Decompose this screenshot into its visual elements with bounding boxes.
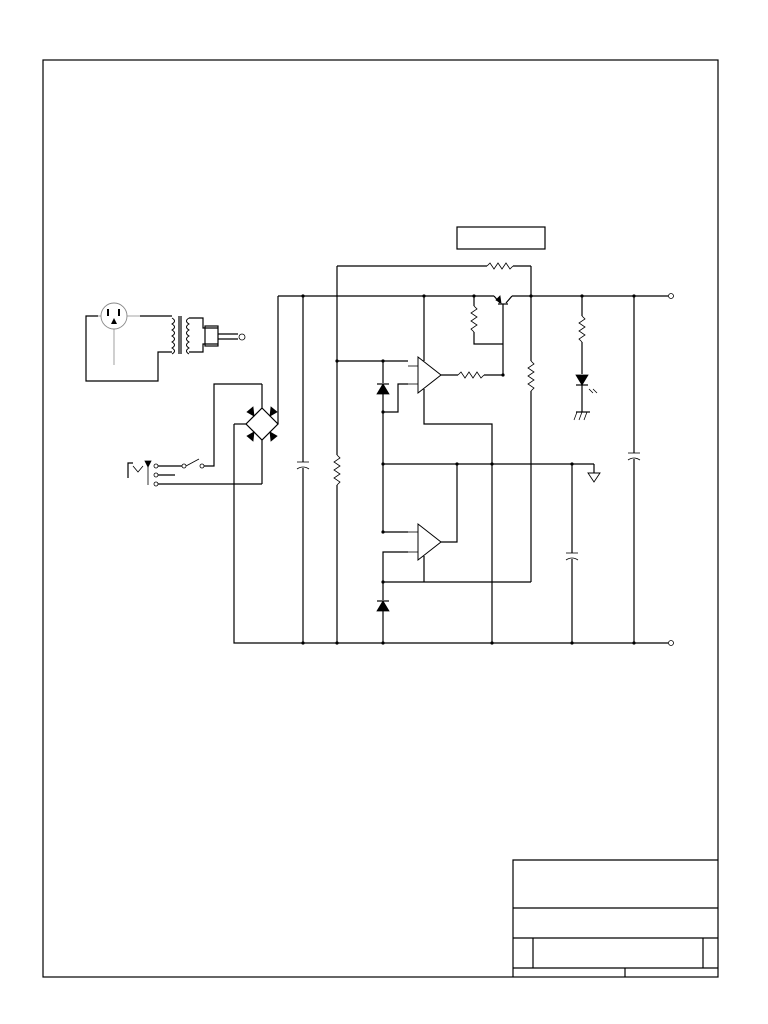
output-positive[interactable]: [668, 293, 674, 299]
dc-jack: [127, 460, 262, 487]
chassis-ground: [573, 411, 590, 421]
ground-capacitor: [565, 464, 579, 643]
bleeder-resistor: [333, 266, 341, 643]
junction-dots: [301, 294, 636, 645]
base-resistor: [470, 296, 504, 376]
op-amp-error: [408, 296, 493, 643]
led-resistor: [578, 296, 586, 374]
virtual-ground-symbol: [587, 464, 601, 483]
bridge-rectifier: [234, 296, 279, 484]
ac-plug: [189, 317, 246, 353]
output-negative[interactable]: [668, 640, 674, 646]
divider-resistor: [383, 360, 535, 583]
zener-lower: [376, 582, 390, 643]
output-capacitor: [627, 296, 641, 643]
led-indicator: [575, 374, 598, 412]
title-block: [512, 859, 718, 977]
negative-rail: [233, 424, 668, 644]
op-amp-ground: [382, 464, 458, 582]
ac-outlet: [86, 302, 158, 365]
outlet-loop-wire: [85, 315, 172, 382]
transformer: [171, 316, 190, 355]
op-amp-inv-wire: [383, 383, 408, 413]
input-capacitor: [296, 296, 310, 643]
zener-reference: [376, 361, 390, 532]
pass-transistor: [493, 295, 513, 344]
drawing-border: [42, 59, 719, 978]
power-switch: [158, 383, 262, 469]
feedback-resistor: [337, 262, 532, 361]
label-box: [456, 226, 546, 250]
